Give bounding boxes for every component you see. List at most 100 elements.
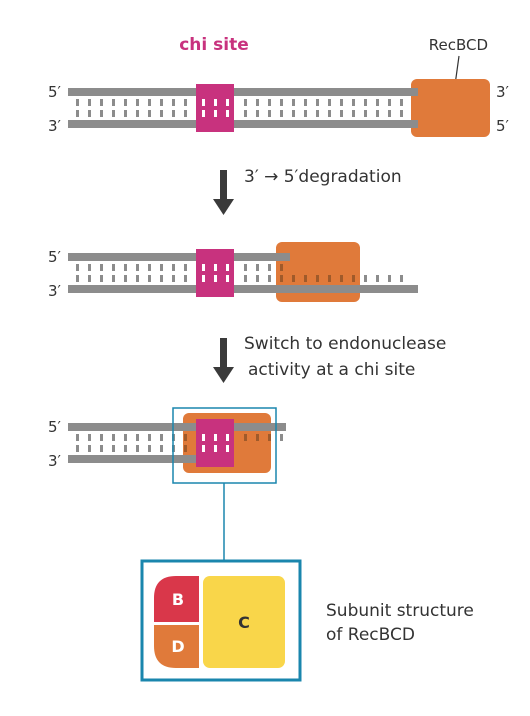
- base-pair-rung: [160, 110, 163, 117]
- base-pair-rung: [268, 99, 271, 106]
- base-pair-rung: [124, 275, 127, 282]
- top-strand-degraded: [68, 253, 290, 261]
- chi-rung: [226, 264, 229, 271]
- base-pair-rung: [280, 110, 283, 117]
- down-arrow-2: [213, 338, 234, 383]
- base-pair-rung: [160, 434, 163, 441]
- chi-rung: [214, 275, 217, 282]
- chi-site: [196, 419, 234, 467]
- base-pair-rung: [292, 110, 295, 117]
- base-pair-rung: [112, 445, 115, 452]
- subunit-b-label: B: [172, 590, 184, 609]
- panel-1: chi site RecBCD 5′ 3′ 3′ 5′: [48, 35, 510, 137]
- single-strand-base: [244, 434, 247, 441]
- base-pair-rung: [112, 275, 115, 282]
- base-pair-rung: [148, 434, 151, 441]
- single-strand-base: [352, 275, 355, 282]
- bottom-strand-cut: [68, 455, 234, 463]
- base-pair-rung: [160, 445, 163, 452]
- chi-rung: [202, 275, 205, 282]
- step-2-label-line-2: activity at a chi site: [248, 360, 415, 380]
- base-pair-rung: [256, 99, 259, 106]
- base-pair-rung: [136, 275, 139, 282]
- chi-site-rungs: [202, 99, 229, 117]
- base-pair-rung: [340, 110, 343, 117]
- chi-site-rungs: [202, 434, 229, 452]
- base-pair-rung: [352, 99, 355, 106]
- panel-2: 5′ 3′: [48, 242, 418, 302]
- base-pair-rung: [280, 264, 283, 271]
- subunit-caption-line-1: Subunit structure: [326, 601, 474, 621]
- base-pair-rung: [388, 99, 391, 106]
- base-pair-rung: [184, 434, 187, 441]
- base-pair-rung: [256, 110, 259, 117]
- arrow-down-icon: [213, 367, 234, 383]
- base-pair-rungs: [76, 264, 403, 282]
- chi-rung: [202, 445, 205, 452]
- base-pair-rung: [280, 99, 283, 106]
- base-pair-rung: [268, 275, 271, 282]
- single-strand-base: [340, 275, 343, 282]
- base-pair-rung: [364, 99, 367, 106]
- label-3prime-bottom: 3′: [48, 452, 62, 470]
- chi-rung: [202, 99, 205, 106]
- base-pair-rung: [244, 99, 247, 106]
- base-pair-rung: [112, 434, 115, 441]
- base-pair-rung: [88, 99, 91, 106]
- base-pair-rung: [364, 110, 367, 117]
- base-pair-rung: [76, 99, 79, 106]
- base-pair-rung: [148, 445, 151, 452]
- strand-entering-top: [402, 88, 418, 96]
- base-pair-rung: [172, 110, 175, 117]
- base-pair-rung: [340, 99, 343, 106]
- base-pair-rung: [160, 275, 163, 282]
- base-pair-rung: [316, 99, 319, 106]
- single-strand-base: [400, 275, 403, 282]
- base-pair-rung: [256, 264, 259, 271]
- subunit-c: [203, 576, 285, 668]
- subunit-b: [154, 576, 199, 622]
- base-pair-rungs: [76, 434, 283, 452]
- base-pair-rung: [292, 99, 295, 106]
- base-pair-rung: [244, 275, 247, 282]
- base-pair-rung: [244, 110, 247, 117]
- single-strand-base: [268, 434, 271, 441]
- base-pair-rung: [400, 99, 403, 106]
- chi-rung: [214, 99, 217, 106]
- base-pair-rung: [124, 99, 127, 106]
- base-pair-rung: [100, 110, 103, 117]
- single-strand-base: [280, 434, 283, 441]
- base-pair-rung: [88, 445, 91, 452]
- base-pair-rungs: [76, 99, 403, 117]
- chi-rung: [214, 110, 217, 117]
- bottom-strand: [68, 120, 418, 128]
- chi-rung: [202, 110, 205, 117]
- base-pair-rung: [112, 99, 115, 106]
- chi-rung: [214, 445, 217, 452]
- single-strand-base: [376, 275, 379, 282]
- step-2-label-line-1: Switch to endonuclease: [244, 334, 446, 354]
- subunit-inset: B D C: [140, 559, 302, 682]
- base-pair-rung: [148, 110, 151, 117]
- base-pair-rung: [244, 264, 247, 271]
- recbcd-label: RecBCD: [429, 36, 488, 54]
- base-pair-rung: [136, 264, 139, 271]
- base-pair-rung: [136, 434, 139, 441]
- arrow-down-icon: [213, 199, 234, 215]
- base-pair-rung: [124, 264, 127, 271]
- label-3prime-bottom: 3′: [48, 117, 62, 135]
- chi-site: [196, 249, 234, 297]
- base-pair-rung: [136, 110, 139, 117]
- base-pair-rung: [148, 275, 151, 282]
- subunit-c-label: C: [238, 613, 250, 632]
- subunit-caption-line-2: of RecBCD: [326, 625, 415, 645]
- base-pair-rung: [172, 264, 175, 271]
- panel-3: 5′ 3′: [48, 407, 286, 560]
- base-pair-rung: [88, 110, 91, 117]
- recbcd-enzyme: [411, 79, 490, 137]
- base-pair-rung: [136, 99, 139, 106]
- single-strand-base: [304, 275, 307, 282]
- base-pair-rung: [400, 110, 403, 117]
- bottom-strand: [68, 285, 418, 293]
